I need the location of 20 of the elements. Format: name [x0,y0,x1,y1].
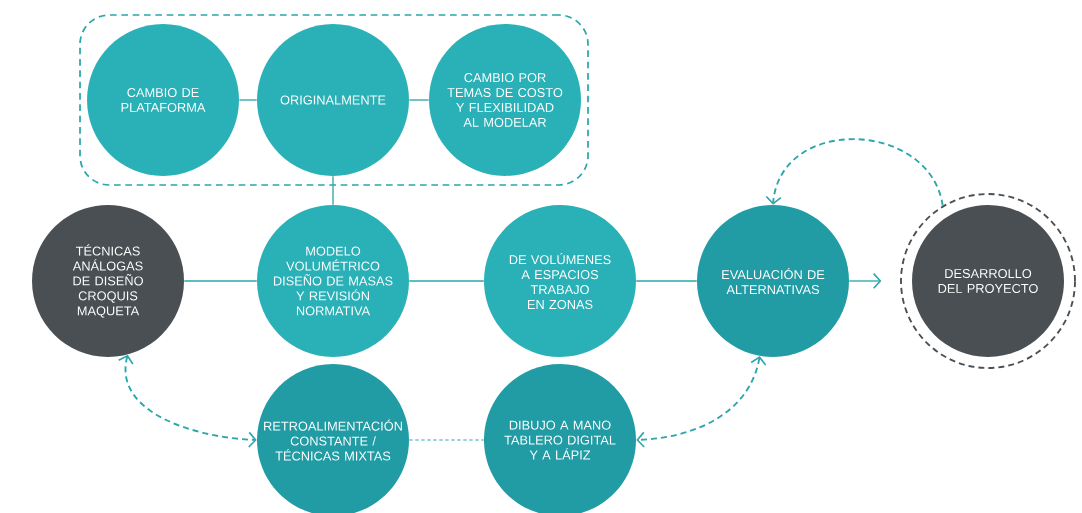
arrow [117,354,257,448]
dashed-group-frame [79,14,589,186]
arrow [848,272,882,290]
circle-node: CAMBIO DE PLATAFORMA [87,24,239,176]
connector-line [635,280,698,282]
circle-node: MODELO VOLUMÉTRICO DISEÑO DE MASAS Y REVISIÓN NORMATIVA [257,205,409,357]
connector-line [238,99,258,101]
arrow [765,138,944,207]
circle-node: CAMBIO POR TEMAS DE COSTO Y FLEXIBILIDAD AL MODELAR [429,24,581,176]
arrow [636,356,767,448]
circle-node: DESARROLLO DEL PROYECTO [900,193,1076,369]
circle-node: ORIGINALMENTE [257,24,409,176]
connector-line [183,280,258,282]
connector-line [332,175,334,206]
circle-node: TÉCNICAS ANÁLOGAS DE DISEÑO CROQUIS MAQUETA [32,205,184,357]
circle-node: DE VOLÚMENES A ESPACIOS TRABAJO EN ZONAS [484,205,636,357]
connector-line [408,439,485,441]
connector-line [408,280,485,282]
connector-line [408,99,430,101]
circle-node: EVALUACIÓN DE ALTERNATIVAS [697,205,849,357]
